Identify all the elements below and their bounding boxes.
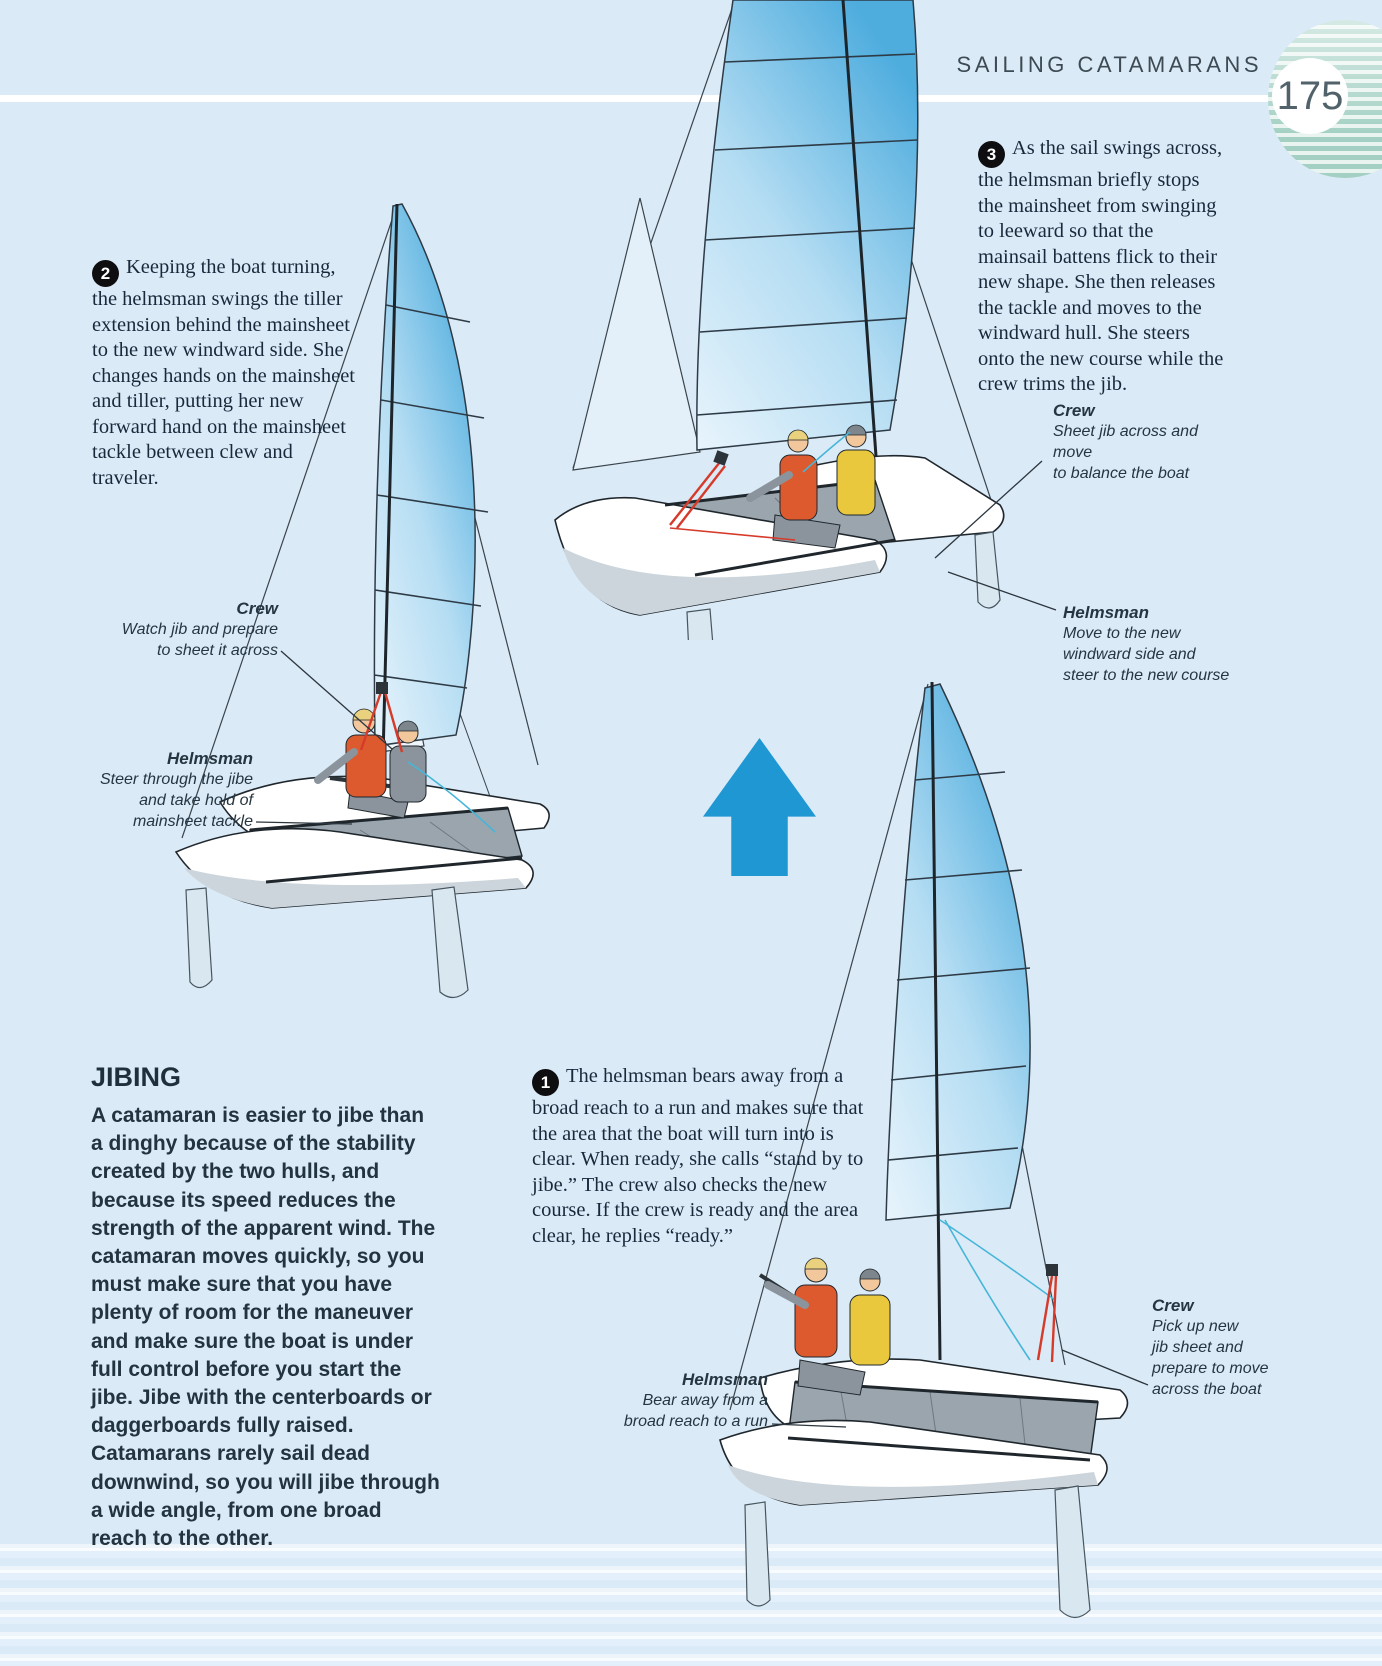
annotation-text: Pick up new jib sheet and prepare to mov… <box>1152 1318 1269 1398</box>
catamaran-illustration-step-2 <box>174 203 550 999</box>
step-2-body: Keeping the boat turning, the helmsman s… <box>92 256 356 489</box>
step-1-number-badge: 1 <box>532 1069 559 1097</box>
header-rule <box>0 95 1382 102</box>
annotation-helmsman-bottom: Helmsman Bear away from a broad reach to… <box>600 1369 768 1432</box>
catamaran-illustration-step-1 <box>719 681 1129 1619</box>
page-number: 175 <box>1272 58 1348 134</box>
annotation-crew-left: Crew Watch jib and prepare to sheet it a… <box>86 598 278 661</box>
annotation-role: Crew <box>1053 401 1095 420</box>
annotation-role: Crew <box>1152 1296 1194 1315</box>
section-body: A catamaran is easier to jibe than a din… <box>91 1104 440 1551</box>
annotation-role: Helmsman <box>682 1370 768 1389</box>
catamaran-illustration-step-3 <box>554 0 1005 640</box>
annotation-role: Helmsman <box>167 749 253 768</box>
annotation-text: Move to the new windward side and steer … <box>1063 625 1230 684</box>
annotation-role: Helmsman <box>1063 603 1149 622</box>
step-3-body: As the sail swings across, the helmsman … <box>978 137 1224 396</box>
annotation-text: Sheet jib across and move to balance the… <box>1053 423 1198 482</box>
annotation-text: Bear away from a broad reach to a run <box>623 1392 768 1430</box>
annotation-helmsman-top: Helmsman Move to the new windward side a… <box>1063 602 1243 686</box>
annotation-text: Steer through the jibe and take hold of … <box>100 771 253 830</box>
bottom-stripe-band <box>0 1536 1382 1666</box>
step-3-number-badge: 3 <box>978 141 1005 169</box>
annotation-crew-bottom: Crew Pick up new jib sheet and prepare t… <box>1152 1295 1322 1400</box>
section-heading: JIBING <box>91 1062 182 1092</box>
step-2-number-badge: 2 <box>92 260 119 288</box>
annotation-text: Watch jib and prepare to sheet it across <box>121 621 278 659</box>
page-title: SAILING CATAMARANS <box>956 52 1262 77</box>
annotation-helmsman-left: Helmsman Steer through the jibe and take… <box>60 748 253 832</box>
step-1-body: The helmsman bears away from a broad rea… <box>532 1065 864 1247</box>
annotation-role: Crew <box>236 599 278 618</box>
annotation-crew-top: Crew Sheet jib across and move to balanc… <box>1053 400 1233 484</box>
